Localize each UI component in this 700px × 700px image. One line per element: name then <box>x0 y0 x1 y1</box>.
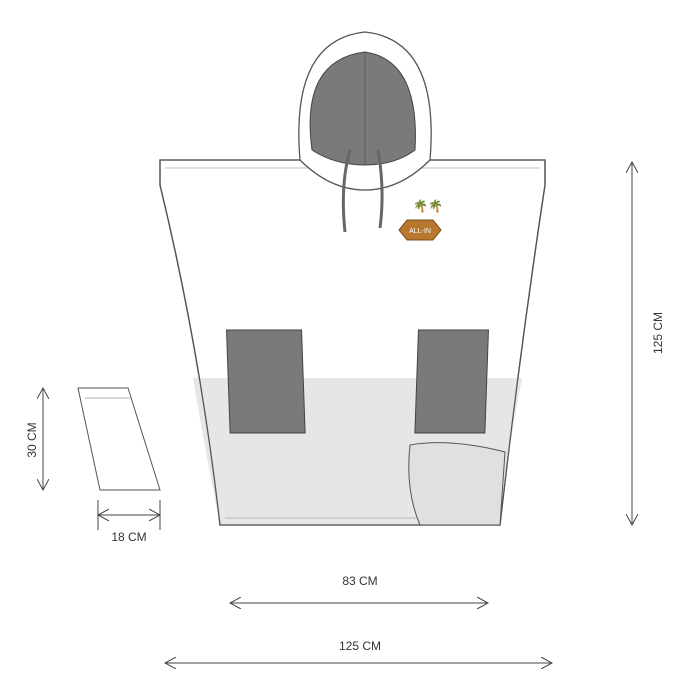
drawstrings <box>341 149 384 233</box>
right-pocket <box>414 329 489 434</box>
pocket-height-label: 30 CM <box>25 422 39 457</box>
left-pocket <box>226 329 306 434</box>
brand-logo: 🌴🌴 ALL-IN <box>398 199 443 241</box>
pocket-panel-detail <box>77 387 161 491</box>
total-width-label: 125 CM <box>339 639 381 653</box>
pocket-width-label: 18 CM <box>111 530 146 544</box>
folded-corner <box>408 442 506 526</box>
logo-text: ALL-IN <box>409 228 431 235</box>
body-width-label: 83 CM <box>342 574 377 588</box>
palm-tree-icon: 🌴🌴 <box>413 199 443 213</box>
hood <box>298 31 432 233</box>
height-label: 125 CM <box>651 312 665 354</box>
